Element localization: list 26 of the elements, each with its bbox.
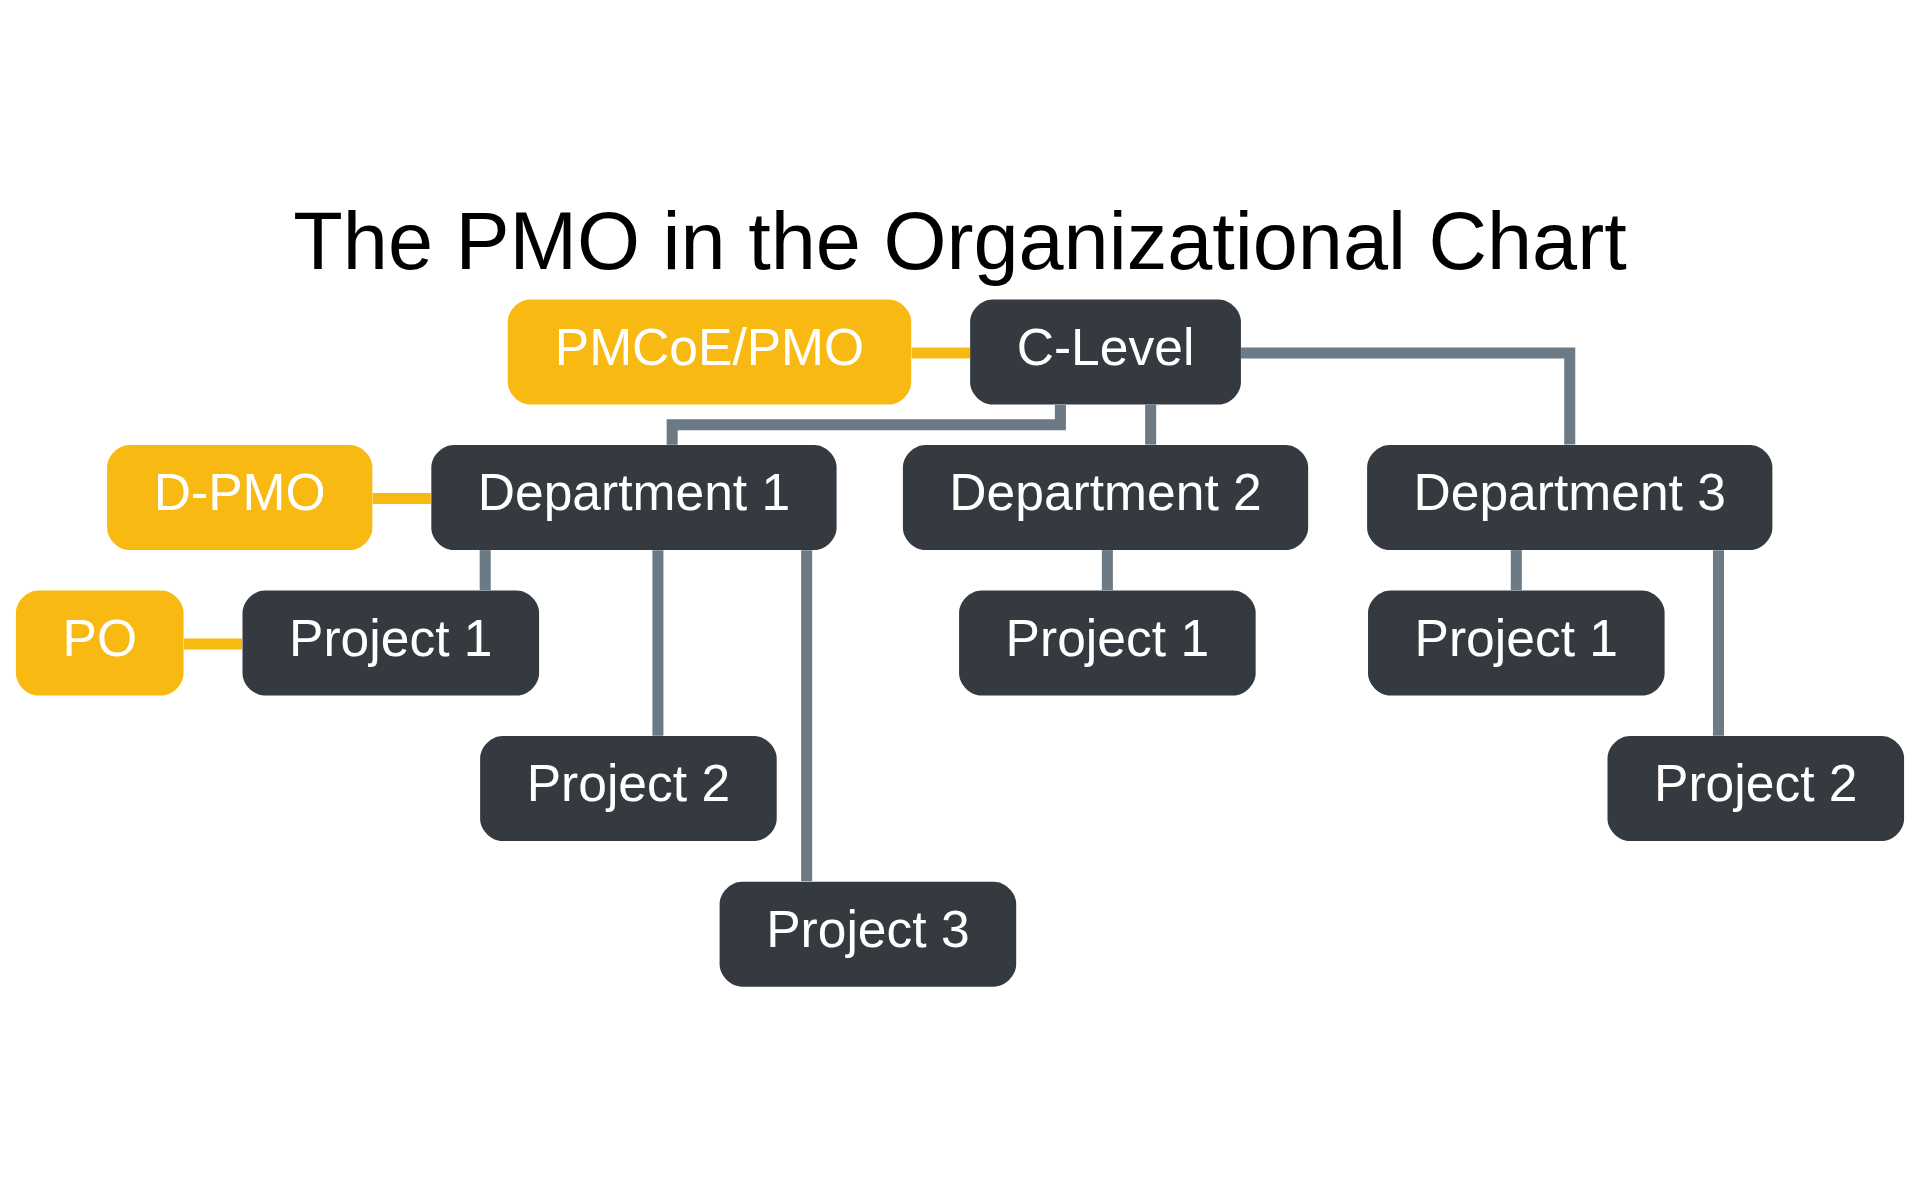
node-box: C-Level [970, 299, 1241, 405]
node-box: D-PMO [107, 445, 373, 551]
node-box: Project 2 [480, 736, 777, 842]
connector [372, 492, 431, 504]
connector [1145, 404, 1157, 445]
connector [911, 347, 971, 359]
node-box: Department 3 [1367, 445, 1773, 551]
connector [183, 638, 243, 650]
node-box: PMCoE/PMO [507, 299, 912, 405]
node-box: Project 3 [719, 881, 1017, 987]
node-box: Department 1 [431, 445, 837, 551]
node-box: Project 2 [1607, 736, 1905, 842]
node-box: Project 1 [1368, 590, 1665, 696]
node-box: Project 1 [959, 590, 1256, 696]
connector [1510, 550, 1522, 591]
connector [1101, 550, 1113, 591]
connector [666, 404, 1066, 445]
connector [801, 550, 813, 882]
connector [1241, 347, 1576, 445]
connector [652, 550, 664, 736]
connector [479, 550, 491, 591]
diagram-title: The PMO in the Organizational Chart [293, 195, 1627, 286]
node-box: PO [15, 590, 184, 696]
node-box: Department 2 [902, 445, 1309, 551]
node-box: Project 1 [242, 590, 540, 696]
connector [1712, 550, 1724, 736]
